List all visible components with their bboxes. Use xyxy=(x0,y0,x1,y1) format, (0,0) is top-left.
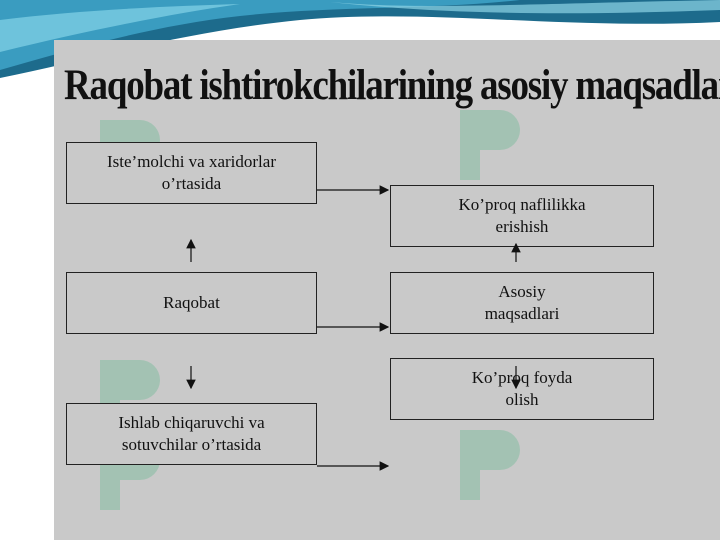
node-utility: Ko’proq naflilikka erishish xyxy=(390,185,654,247)
node-utility-label: Ko’proq naflilikka erishish xyxy=(458,195,586,236)
node-main-goals-label: Asosiy maqsadlari xyxy=(484,282,560,323)
node-profit-label: Ko’proq foyda olish xyxy=(471,368,573,409)
node-competition-label: Raqobat xyxy=(163,293,220,312)
node-consumers: Iste’molchi va xaridorlar o’rtasida xyxy=(66,142,317,204)
node-consumers-label: Iste’molchi va xaridorlar o’rtasida xyxy=(107,152,276,193)
node-producers-label: Ishlab chiqaruvchi va sotuvchilar o’rtas… xyxy=(118,413,265,454)
node-producers: Ishlab chiqaruvchi va sotuvchilar o’rtas… xyxy=(66,403,317,465)
node-main-goals: Asosiy maqsadlari xyxy=(390,272,654,334)
page-title: Raqobat ishtirokchilarining asosiy maqsa… xyxy=(64,61,720,110)
node-competition: Raqobat xyxy=(66,272,317,334)
node-profit: Ko’proq foyda olish xyxy=(390,358,654,420)
